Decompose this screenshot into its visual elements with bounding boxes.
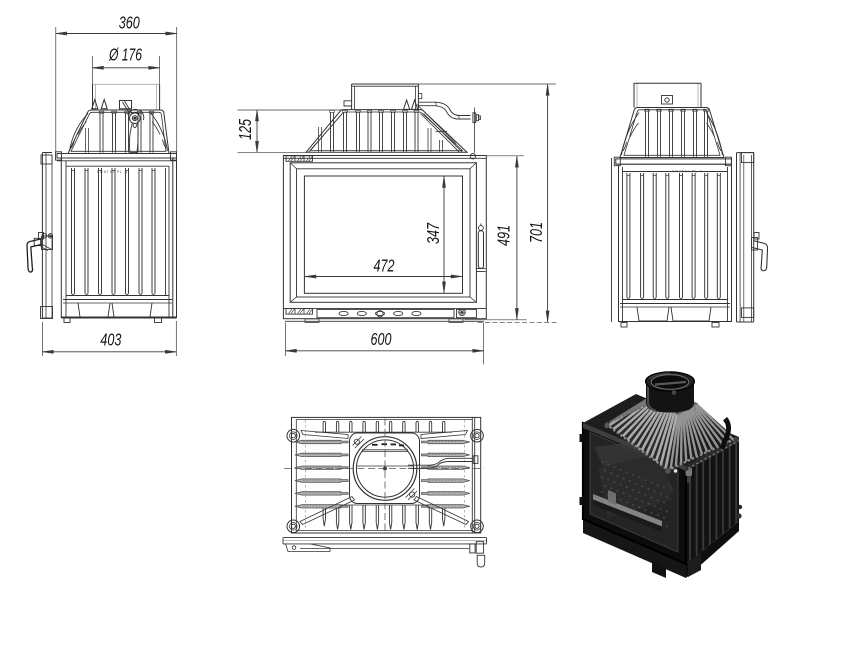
svg-text:701: 701 [526,222,546,243]
svg-text:600: 600 [371,329,392,349]
svg-text:Ø 176: Ø 176 [108,45,142,65]
svg-text:KRATKI PL A: KRATKI PL A [97,170,128,174]
svg-text:403: 403 [100,330,121,350]
svg-text:347: 347 [423,222,443,244]
svg-text:125: 125 [235,119,255,140]
svg-text:491: 491 [494,225,514,246]
svg-text:472: 472 [374,256,395,276]
svg-text:360: 360 [119,12,140,32]
svg-text:KRATKI PL A: KRATKI PL A [672,169,703,173]
